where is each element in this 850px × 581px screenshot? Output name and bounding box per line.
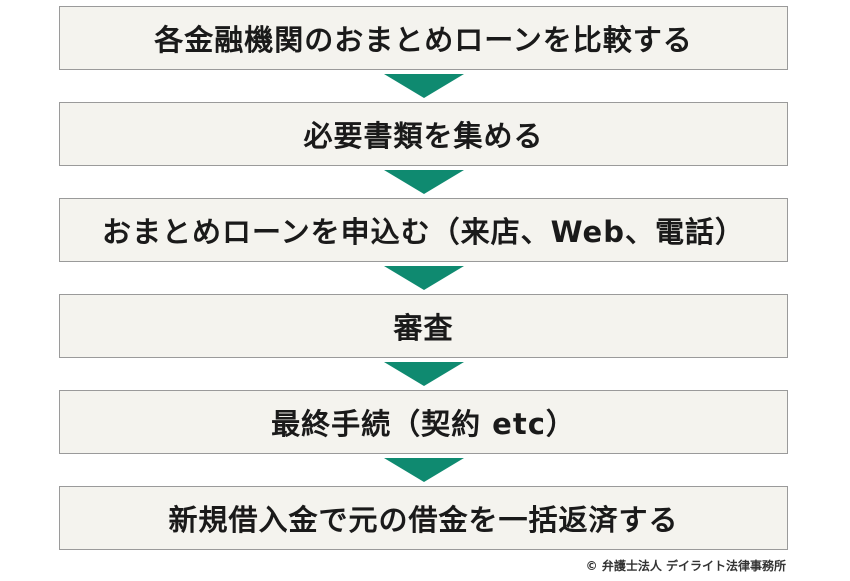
down-arrow-icon-2 [384,170,464,194]
down-arrow-icon-3 [384,266,464,290]
step-box-3: おまとめローンを申込む（来店、Web、電話） [59,198,788,262]
step-box-4: 審査 [59,294,788,358]
down-arrow-icon-1 [384,74,464,98]
down-arrow-icon-5 [384,458,464,482]
step-label-2: 必要書類を集める [303,119,544,153]
step-box-2: 必要書類を集める [59,102,788,166]
down-arrow-icon-4 [384,362,464,386]
step-label-6: 新規借入金で元の借金を一括返済する [168,503,679,537]
step-label-1: 各金融機関のおまとめローンを比較する [154,23,693,57]
step-box-5: 最終手続（契約 etc） [59,390,788,454]
step-label-3: おまとめローンを申込む（来店、Web、電話） [102,215,745,249]
step-box-6: 新規借入金で元の借金を一括返済する [59,486,788,550]
step-label-5: 最終手続（契約 etc） [271,407,576,441]
copyright-notice: © 弁護士法人 デイライト法律事務所 [585,559,786,573]
step-label-4: 審査 [393,311,454,345]
step-box-1: 各金融機関のおまとめローンを比較する [59,6,788,70]
